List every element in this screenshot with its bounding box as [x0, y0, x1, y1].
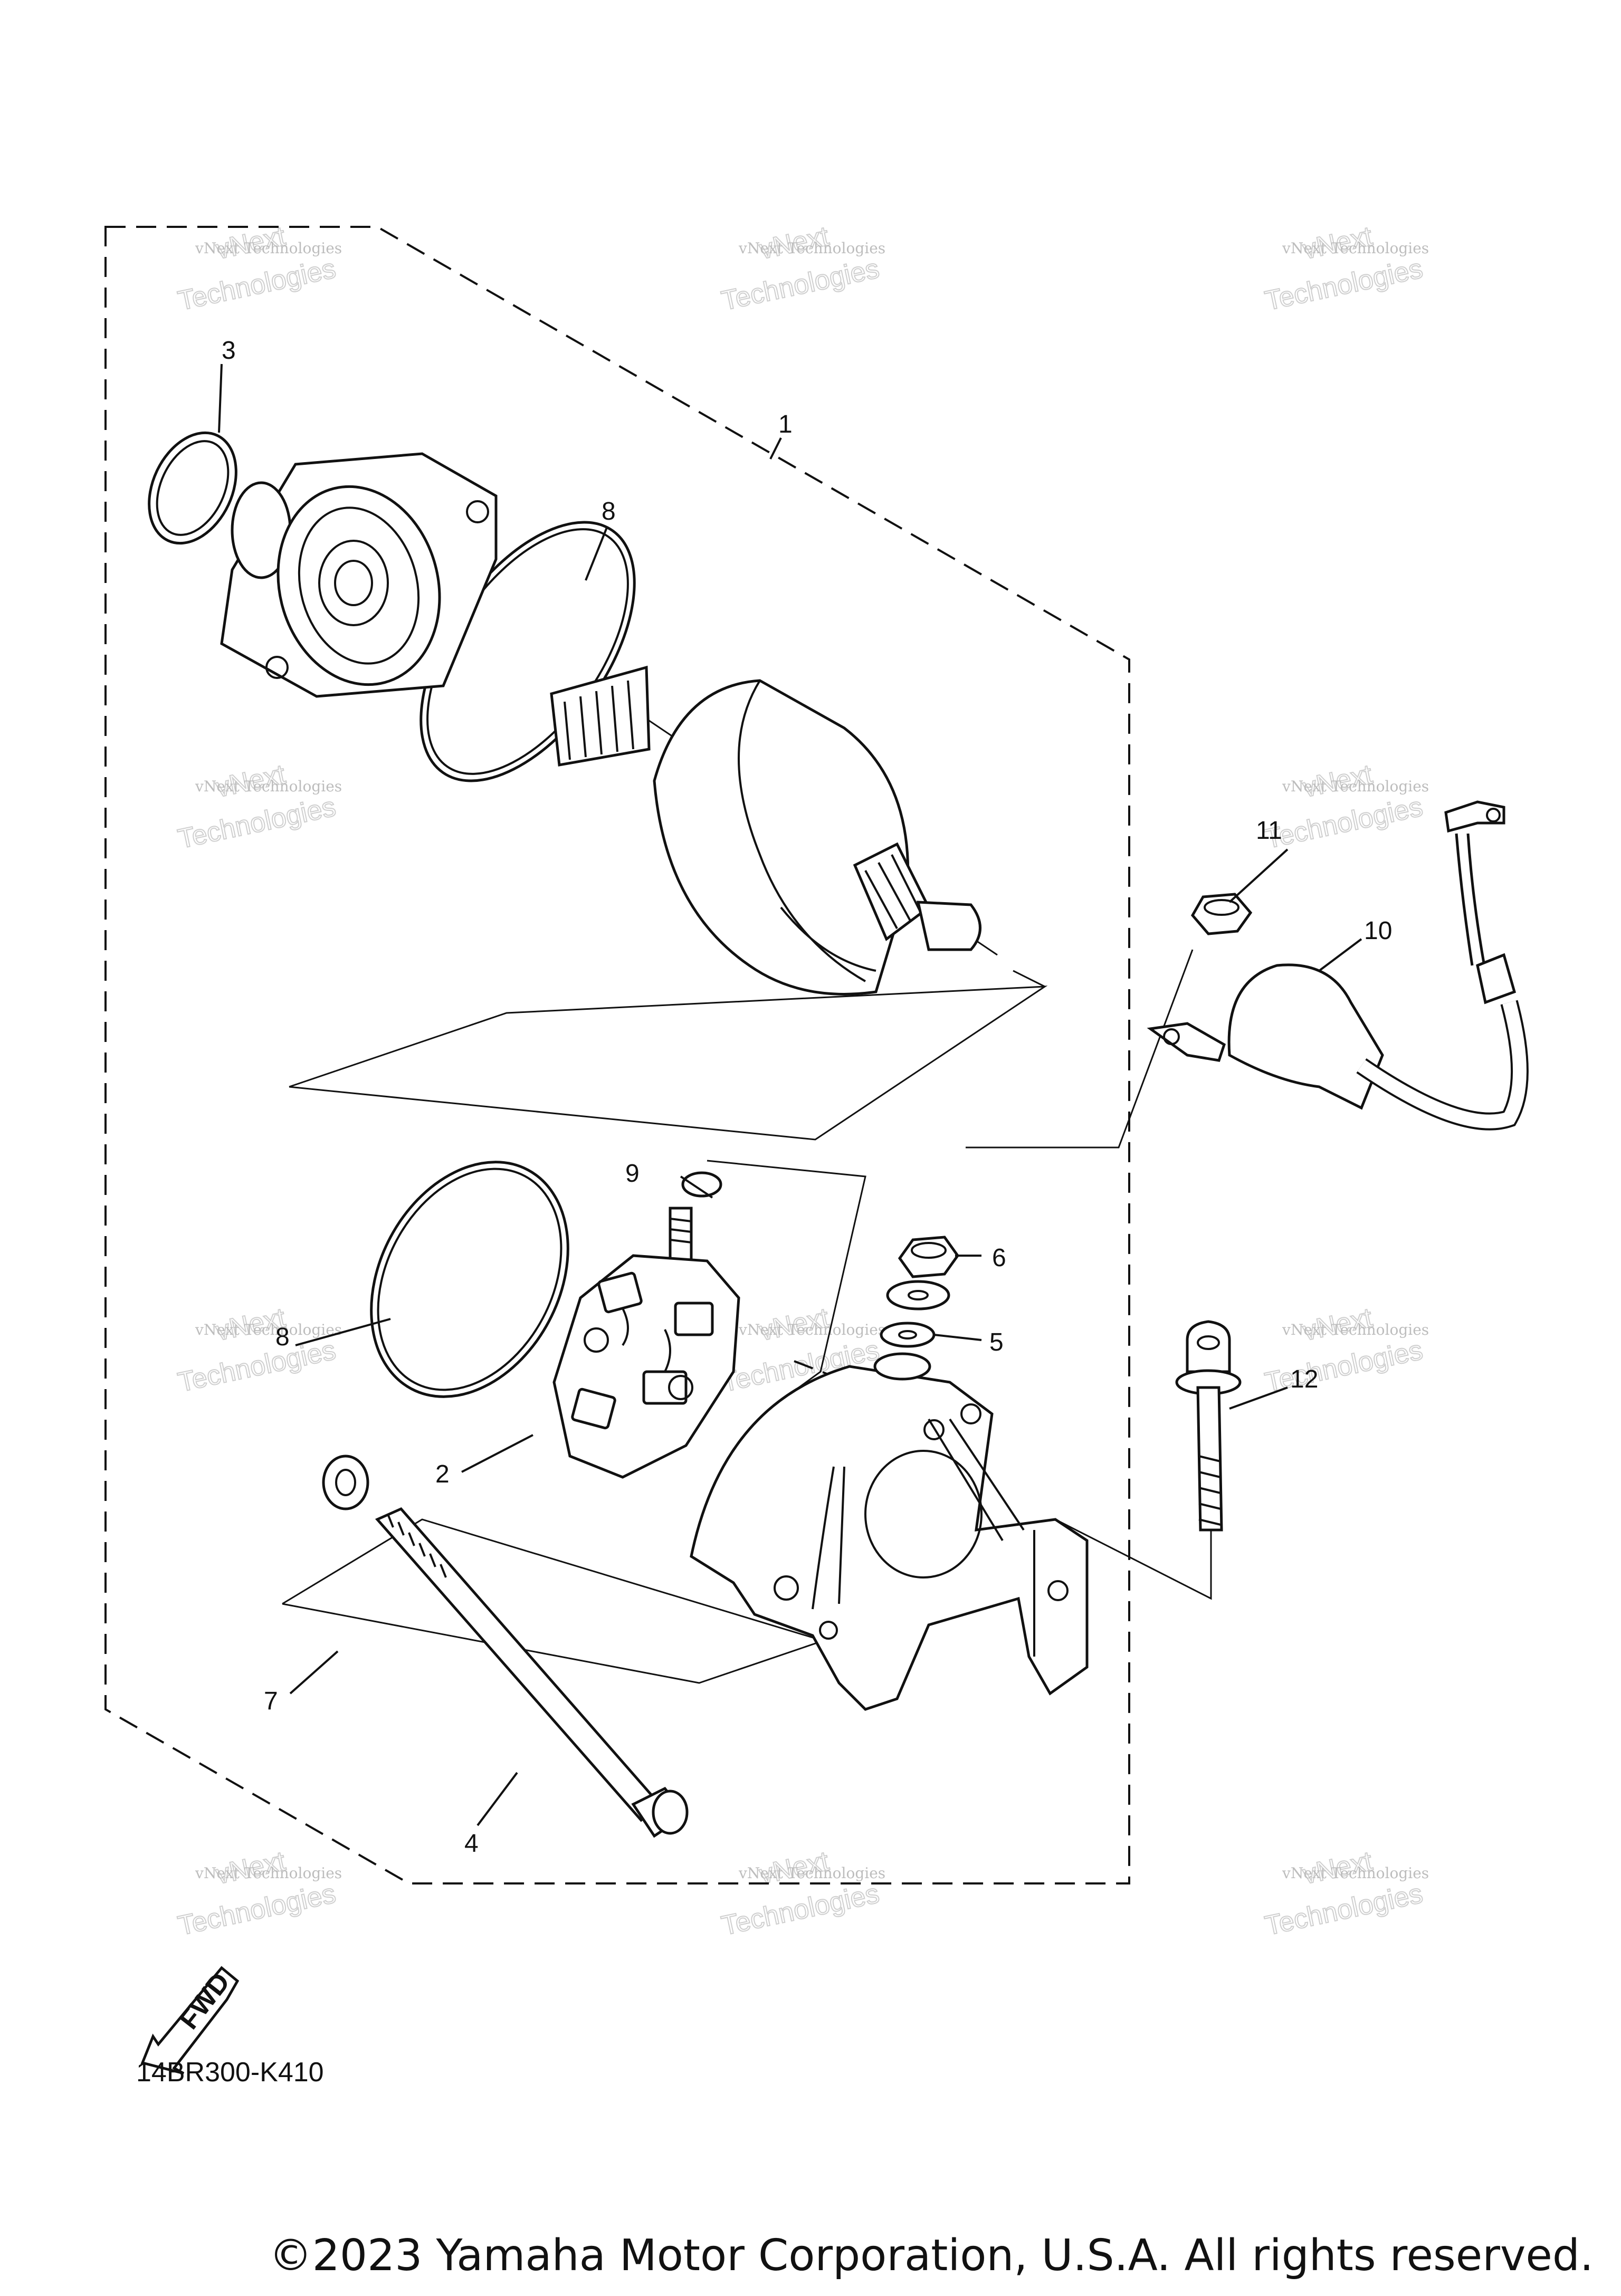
callout-8-lower: 8: [275, 1323, 290, 1351]
callout-7: 7: [264, 1687, 278, 1715]
guide-brush: [707, 1160, 866, 1394]
callout-1: 1: [778, 410, 793, 438]
motor-armature: [550, 665, 981, 996]
callouts: 3 1 8 9 8 2 6 5 11 10 12 7 4: [222, 337, 1392, 1858]
copyright-notice: ©2023 Yamaha Motor Corporation, U.S.A. A…: [269, 2231, 1594, 2281]
watermark-text: vNext Technologies: [1282, 240, 1429, 257]
watermark-text: vNext Technologies: [195, 778, 342, 795]
guide-terminal: [966, 949, 1194, 1149]
o-ring-inner: [156, 440, 230, 536]
guide-bolt: [1055, 1518, 1212, 1600]
watermark-text: vNext Technologies: [195, 1321, 342, 1338]
leader-lines: [218, 363, 1362, 1826]
watermark-text: vNext Technologies: [195, 1864, 342, 1882]
nut-part-11: [1190, 893, 1253, 935]
bolt-part-12: [1175, 1320, 1242, 1532]
watermark-tech: Technologies: [1262, 253, 1425, 317]
washer-part-7: [322, 1455, 369, 1510]
cable-part-10: [1147, 800, 1529, 1131]
rear-cover-bracket: [690, 1365, 1089, 1711]
watermark-text: vNext Technologies: [1282, 778, 1429, 795]
diagram-code: 14BR300-K410: [136, 2057, 324, 2088]
callout-8-upper: 8: [602, 498, 616, 525]
guide-plane-upper: [289, 986, 1048, 1141]
washers-part-5: [873, 1280, 950, 1381]
callout-9: 9: [625, 1160, 640, 1188]
callout-6: 6: [992, 1244, 1006, 1272]
watermark-text: vNext Technologies: [195, 240, 342, 257]
watermark-tech: Technologies: [175, 791, 338, 855]
callout-3: 3: [222, 337, 236, 365]
brush-holder-part-2: [552, 1207, 740, 1479]
watermark-tech: Technologies: [175, 253, 338, 317]
watermark-text: vNext Technologies: [738, 240, 885, 257]
watermark-text: vNext Technologies: [1282, 1864, 1429, 1882]
watermark-tech: Technologies: [1262, 1878, 1425, 1941]
watermark-text: vNext Technologies: [738, 1321, 885, 1338]
callout-10: 10: [1364, 917, 1392, 945]
nut-part-6: [898, 1236, 960, 1278]
callout-11: 11: [1256, 817, 1282, 845]
o-ring-part-8-lower: [370, 1161, 569, 1398]
callout-2: 2: [435, 1460, 450, 1488]
watermark-tech: Technologies: [175, 1335, 338, 1398]
o-ring-part-9: [681, 1171, 722, 1198]
callout-4: 4: [464, 1830, 479, 1858]
watermark-text: vNext Technologies: [1282, 1321, 1429, 1338]
watermark-tech: Technologies: [175, 1878, 338, 1941]
assembly-boundary: [104, 226, 1130, 1884]
watermark-tech: Technologies: [719, 1878, 882, 1941]
watermark-tech: Technologies: [719, 253, 882, 317]
o-ring-part-3: [148, 431, 237, 545]
watermark-text: vNext Technologies: [738, 1864, 885, 1882]
front-cover: [220, 452, 498, 698]
through-bolt-part-4: [375, 1507, 689, 1838]
callout-5: 5: [989, 1328, 1004, 1356]
callout-12: 12: [1290, 1365, 1318, 1393]
watermark-tech: Technologies: [1262, 791, 1425, 855]
